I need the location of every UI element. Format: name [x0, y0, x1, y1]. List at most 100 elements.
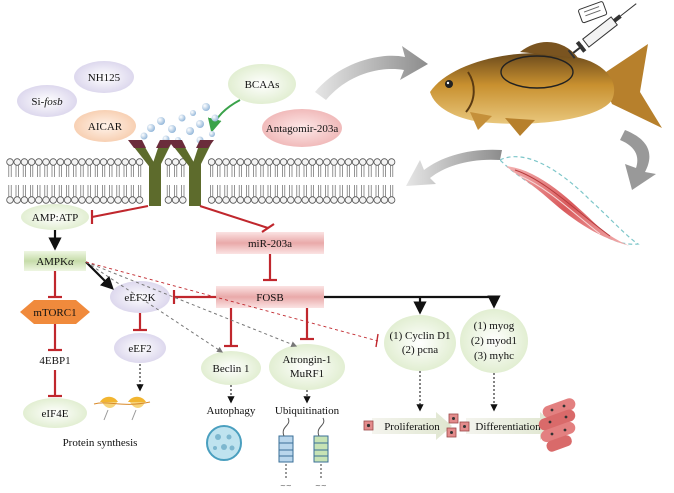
mir203a-label: miR-203a — [248, 238, 292, 250]
beclin-label: Beclin 1 — [213, 363, 250, 375]
eef2-label: eEF2 — [128, 343, 151, 355]
fosb-label: FOSB — [256, 292, 284, 304]
differentiation-label: Differentiation — [475, 421, 541, 433]
compound-antagomir: Antagomir-203a — [262, 109, 342, 147]
atrogin-label: Atrongin-1 — [283, 354, 332, 366]
lipid-head — [359, 196, 367, 204]
lipid-head — [301, 158, 309, 166]
ribosome-icon — [93, 396, 151, 421]
lipid-head — [294, 158, 302, 166]
lipid-head — [279, 196, 288, 204]
lipid-head — [121, 196, 129, 204]
lipid-head — [6, 158, 14, 166]
lipid-head — [258, 158, 266, 166]
lipid-head — [323, 158, 331, 166]
compound-nh125: NH125 — [74, 61, 134, 93]
aicar-label: AICAR — [88, 121, 123, 133]
lipid-head — [366, 158, 374, 166]
vial-icon — [578, 1, 608, 24]
lipid-head — [99, 196, 108, 204]
eef2k-node — [110, 281, 170, 313]
lipid-head — [85, 158, 93, 166]
bcaas-label: BCAAs — [245, 79, 280, 91]
dashed-inhibit-line — [85, 261, 379, 342]
lipid-head — [222, 158, 230, 166]
lipid-head — [121, 158, 129, 166]
lipid-head — [251, 196, 259, 204]
myhc-label: (3) myhc — [474, 350, 514, 362]
lipid-head — [164, 196, 173, 204]
lipid-head — [49, 196, 57, 204]
lipid-head — [63, 196, 72, 204]
lipid-head — [56, 158, 65, 166]
grey-arrow-icon — [406, 149, 502, 186]
myog-node — [460, 309, 528, 373]
cyclin-node — [384, 315, 456, 371]
lipid-head — [49, 158, 57, 166]
dashed-arrow — [85, 261, 298, 348]
compound-aicar: AICAR — [74, 110, 136, 142]
inhibit-line — [91, 205, 149, 218]
lipid-head — [13, 196, 21, 204]
lipid-head — [171, 158, 180, 166]
lipid-head — [56, 196, 65, 204]
fosb-node — [216, 286, 324, 308]
protein-synthesis-label: Protein synthesis — [63, 437, 138, 449]
lipid-head — [279, 158, 288, 166]
lipid-head — [164, 158, 173, 166]
lipid-head — [301, 196, 309, 204]
lipid-head — [258, 196, 266, 204]
lipid-head — [27, 196, 36, 204]
lipid-head — [114, 196, 122, 204]
receptor-icon — [128, 140, 174, 206]
lipid-head — [272, 196, 281, 204]
lipid-head — [330, 158, 338, 166]
lipid-head — [42, 196, 50, 204]
lipid-head — [344, 158, 353, 166]
myod1-label: (2) myod1 — [471, 335, 517, 347]
lipid-head — [337, 196, 345, 204]
lipid-head — [243, 196, 252, 204]
pcna-label: (2) pcna — [402, 344, 438, 356]
lipid-head — [92, 196, 101, 204]
lipid-head — [337, 158, 345, 166]
lipid-head — [373, 158, 381, 166]
lipid-head — [272, 158, 281, 166]
lipid-head — [287, 158, 295, 166]
proteasome-icon: ~~ — [313, 417, 329, 490]
lipid-head — [251, 158, 259, 166]
lipid-head — [380, 158, 389, 166]
lipid-head — [135, 158, 144, 166]
lipid-head — [85, 196, 93, 204]
lipid-head — [215, 158, 223, 166]
lipid-head — [99, 158, 108, 166]
lipid-head — [330, 196, 338, 204]
lipid-head — [366, 196, 374, 204]
myotube-icon — [538, 398, 576, 452]
lipid-head — [387, 196, 396, 204]
lipid-head — [135, 196, 144, 204]
lipid-head — [351, 158, 360, 166]
lipid-head — [27, 158, 36, 166]
svg-text:~~: ~~ — [280, 482, 292, 490]
lipid-head — [351, 196, 360, 204]
autophagy-label: Autophagy — [207, 405, 256, 417]
mtorc1-node — [20, 300, 90, 324]
lipid-head — [78, 158, 86, 166]
lipid-head — [128, 196, 137, 204]
ampk-label: AMPKα — [36, 256, 74, 268]
grey-arrow-icon — [315, 46, 428, 100]
myoblast-cluster-icon — [446, 413, 470, 438]
lipid-head — [179, 196, 187, 204]
si-fosb-label: Si-fosb — [31, 96, 63, 108]
beclin-node — [201, 351, 261, 385]
compound-bcaas: BCAAs — [228, 64, 296, 104]
receptor-icon — [168, 140, 214, 206]
mir203a-node — [216, 232, 324, 254]
eef2-node — [114, 333, 166, 363]
lipid-head — [265, 196, 273, 204]
murf1-label: MuRF1 — [290, 368, 324, 380]
lipid-head — [287, 196, 295, 204]
proliferation-label: Proliferation — [384, 421, 440, 433]
